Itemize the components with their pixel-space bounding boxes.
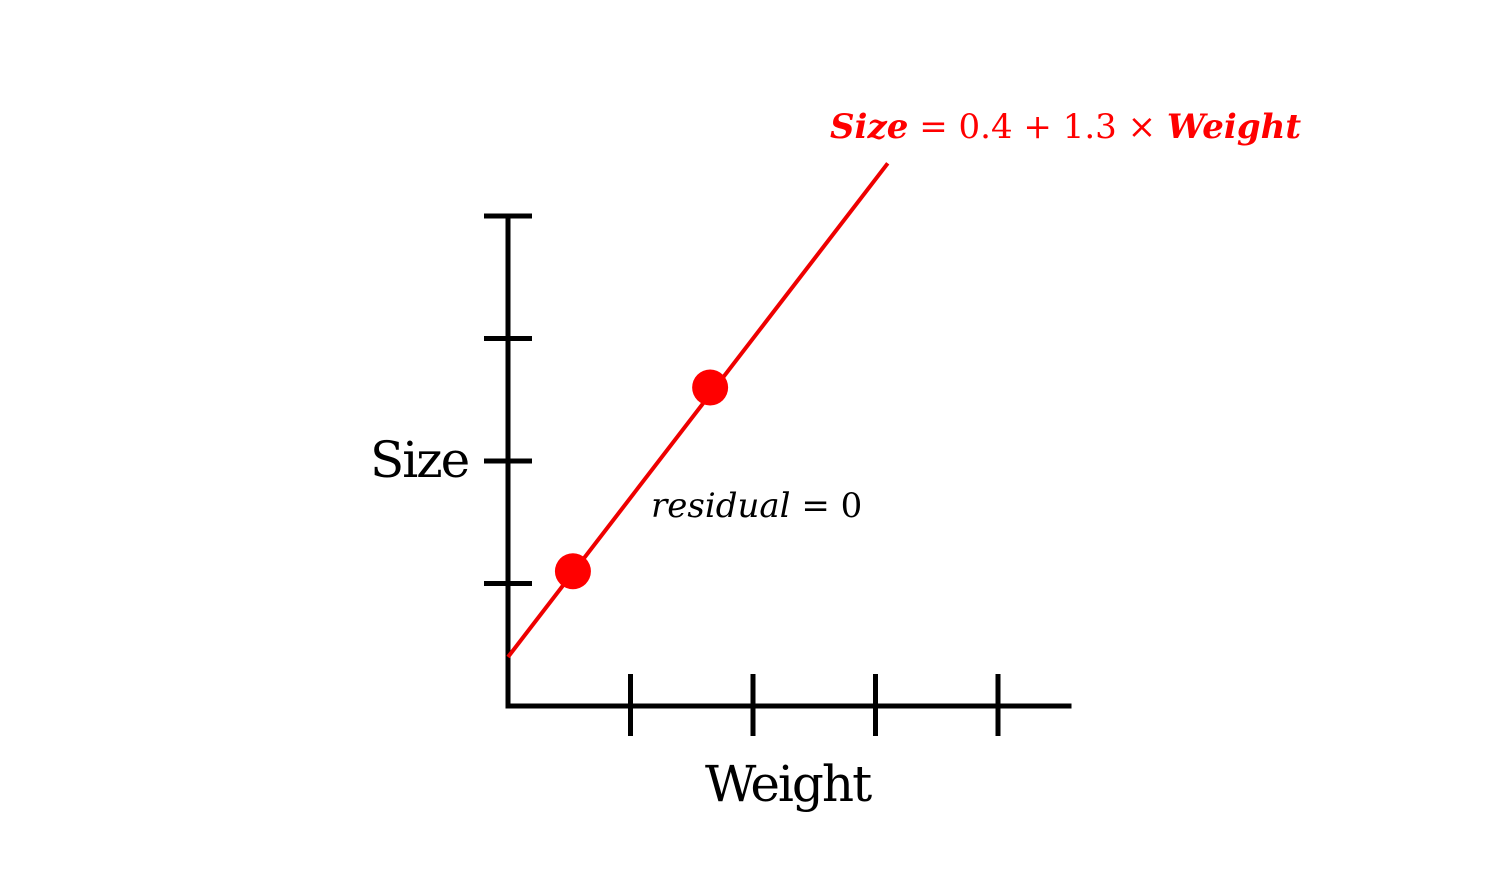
residual-rest: = 0 <box>791 486 863 526</box>
equation-middle: = 0.4 + 1.3 × <box>908 107 1166 147</box>
x-axis-label: Weight <box>705 755 872 813</box>
data-point-1 <box>554 553 591 590</box>
data-points <box>554 369 729 590</box>
axis-ticks <box>484 213 1001 736</box>
residual-annotation: residual = 0 <box>651 486 862 526</box>
equation-lhs: Size <box>830 107 908 147</box>
y-axis-label: Size <box>370 431 469 489</box>
axes <box>505 214 1072 709</box>
residual-var: residual <box>651 486 791 526</box>
equation-rhs: Weight <box>1167 107 1301 147</box>
fit-equation: Size = 0.4 + 1.3 × Weight <box>830 107 1301 147</box>
data-point-2 <box>692 369 729 406</box>
